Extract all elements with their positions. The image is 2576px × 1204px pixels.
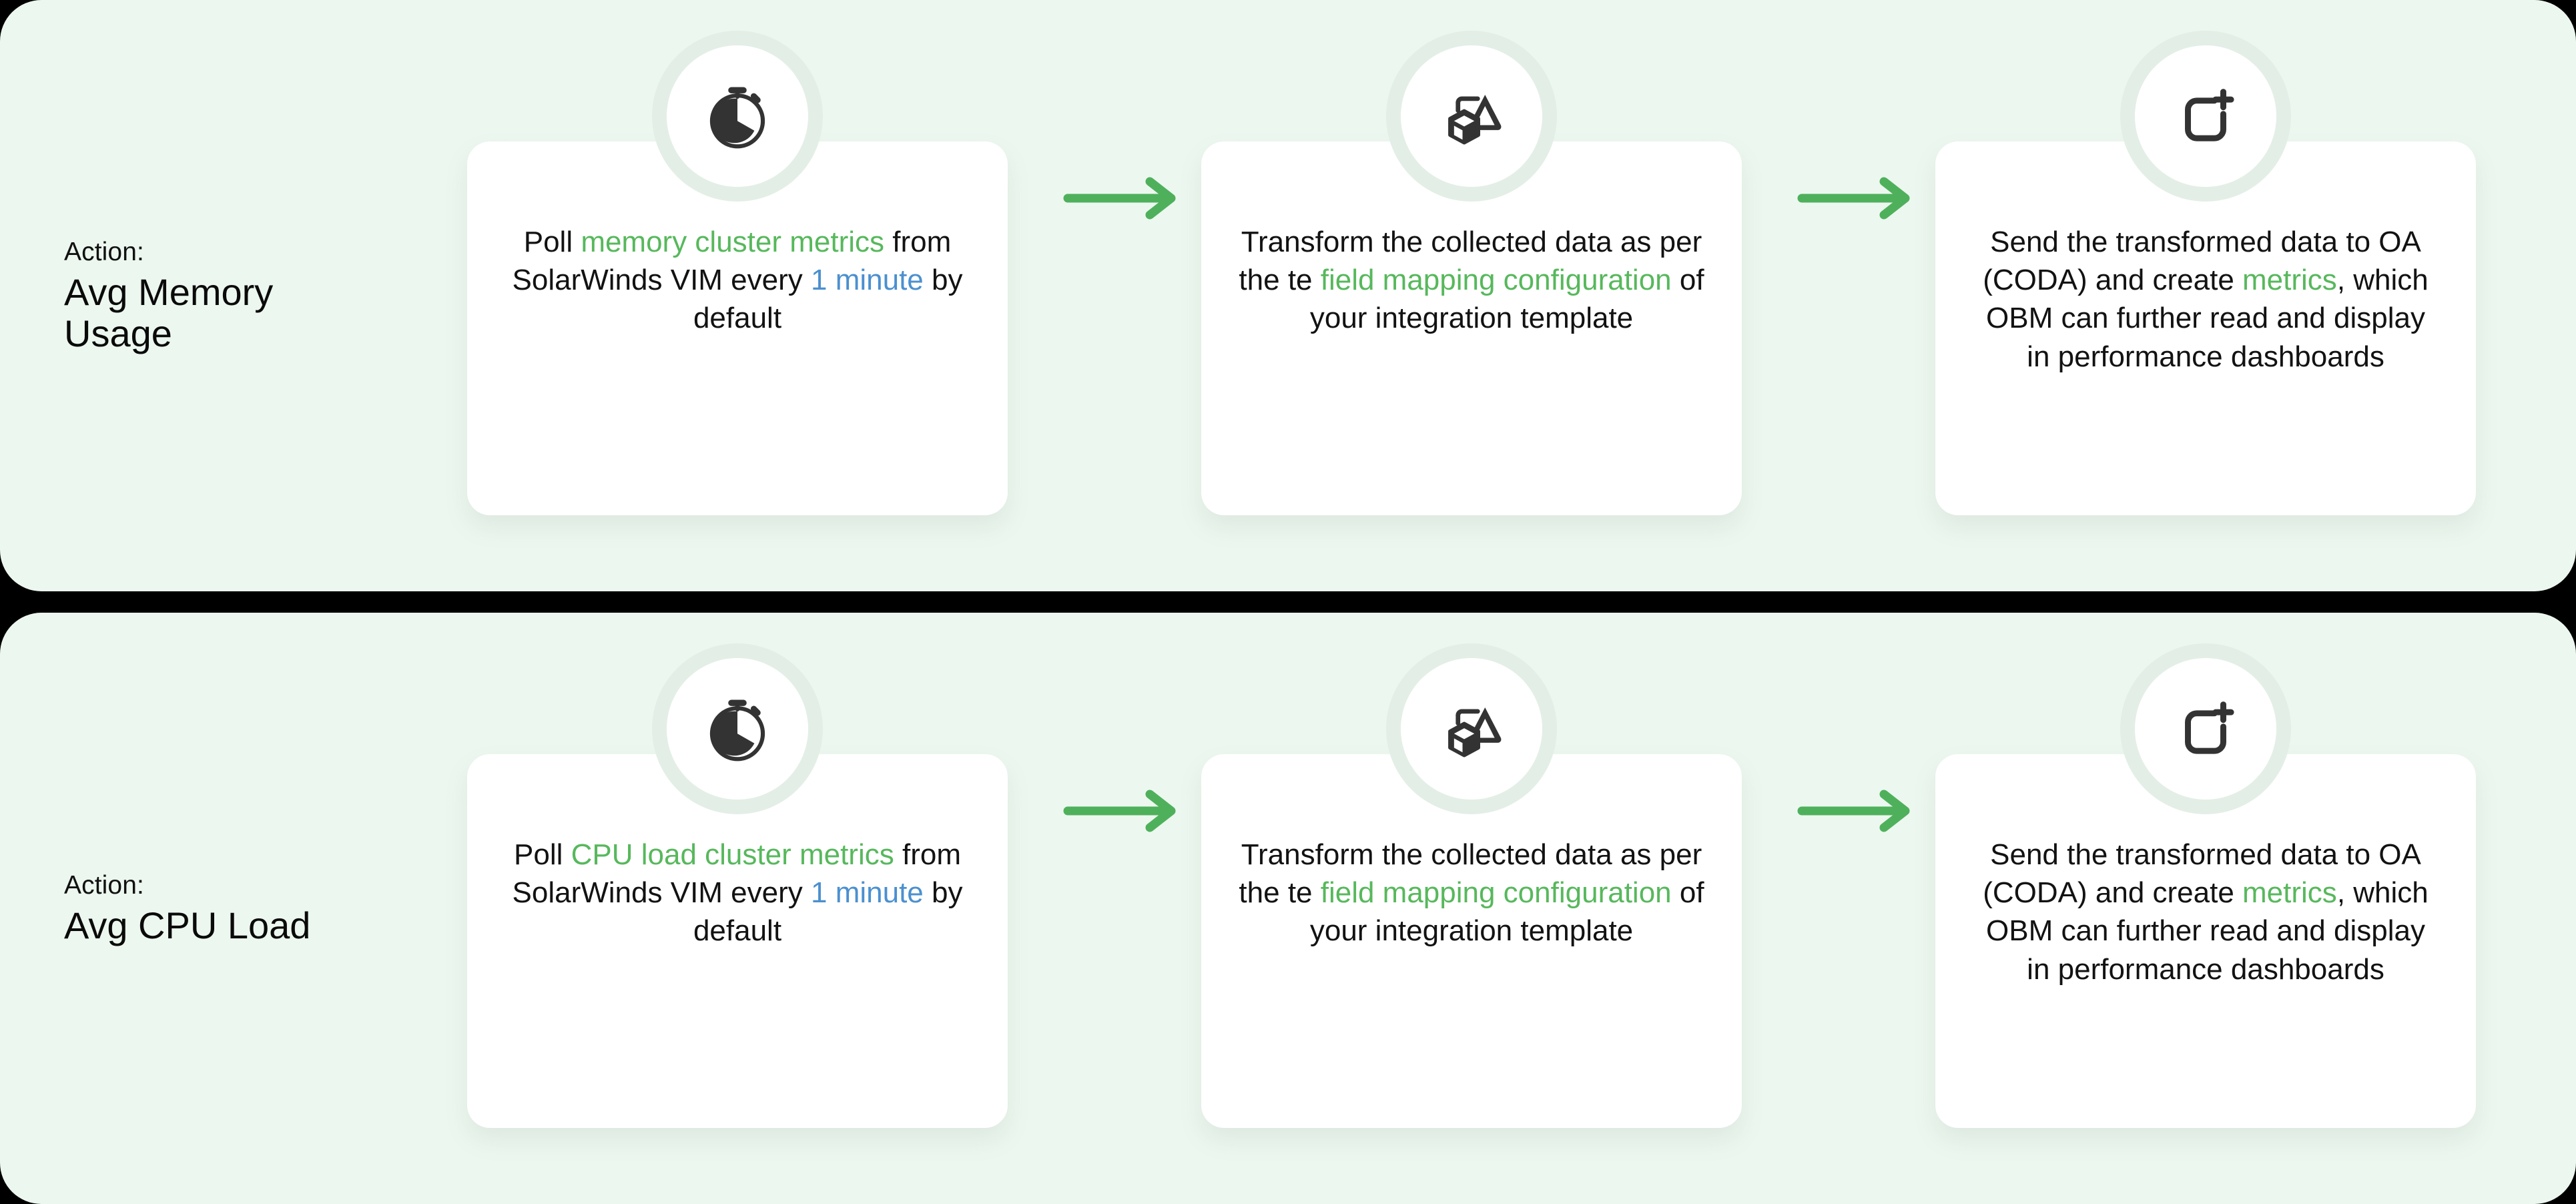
step-card[interactable]: Send the transformed data to OA (CODA) a…: [1935, 141, 2476, 515]
action-title: Avg Memory Usage: [64, 270, 274, 355]
arrow-right-icon: [1062, 788, 1183, 834]
flow-step-poll[interactable]: Poll CPU load cluster metrics from Solar…: [467, 658, 1008, 1128]
text-segment-highlight: metrics: [2242, 876, 2337, 910]
flow-strip: Poll memory cluster metrics from SolarWi…: [467, 0, 2576, 591]
add-square-icon: [2135, 45, 2276, 187]
text-segment-highlight: field mapping configuration: [1320, 876, 1672, 910]
text-segment-highlight: CPU load cluster metrics: [571, 838, 894, 871]
text-segment-highlight: 1 minute: [811, 876, 924, 910]
step-card-text: Transform the collected data as per the …: [1238, 836, 1705, 950]
arrow-right-icon: [1797, 788, 1917, 834]
transform-shapes-icon: [1401, 658, 1542, 800]
text-segment: from SolarWinds VIM every: [512, 838, 961, 910]
step-card-text: Transform the collected data as per the …: [1238, 223, 1705, 338]
text-segment: Transform the collected data as per the …: [1239, 226, 1702, 297]
text-segment: , which OBM can further read and display…: [1986, 876, 2429, 986]
stopwatch-icon: [667, 658, 808, 800]
arrow-right-icon: [1062, 175, 1183, 222]
flow-step-send[interactable]: Send the transformed data to OA (CODA) a…: [1935, 45, 2476, 515]
action-label-group: Action: Avg CPU Load: [0, 870, 467, 946]
add-square-icon: [2135, 658, 2276, 800]
text-segment: , which OBM can further read and display…: [1986, 264, 2429, 373]
text-segment-highlight: field mapping configuration: [1320, 264, 1672, 297]
text-segment: of your integration template: [1309, 876, 1704, 948]
text-segment: Poll: [514, 838, 571, 871]
text-segment: by default: [693, 876, 963, 948]
text-segment: Send the transformed data to OA (CODA) a…: [1983, 838, 2421, 910]
action-label-group: Action: Avg Memory Usage: [0, 236, 467, 355]
text-segment: from SolarWinds VIM every: [512, 226, 952, 297]
flow-step-send[interactable]: Send the transformed data to OA (CODA) a…: [1935, 658, 2476, 1128]
flow-step-transform[interactable]: Transform the collected data as per the …: [1201, 658, 1742, 1128]
text-segment-highlight: memory cluster metrics: [581, 226, 885, 258]
text-segment-highlight: metrics: [2242, 264, 2337, 297]
text-segment: Poll: [523, 226, 581, 258]
step-card[interactable]: Send the transformed data to OA (CODA) a…: [1935, 754, 2476, 1128]
text-segment-highlight: 1 minute: [811, 264, 924, 297]
arrow-right-icon: [1797, 175, 1917, 222]
text-segment: by default: [693, 264, 963, 335]
flow-step-poll[interactable]: Poll memory cluster metrics from SolarWi…: [467, 45, 1008, 515]
flow-step-transform[interactable]: Transform the collected data as per the …: [1201, 45, 1742, 515]
text-segment: Transform the collected data as per the …: [1239, 838, 1702, 910]
transform-shapes-icon: [1401, 45, 1542, 187]
text-segment: Send the transformed data to OA (CODA) a…: [1983, 226, 2421, 297]
stopwatch-icon: [667, 45, 808, 187]
step-card[interactable]: Transform the collected data as per the …: [1201, 754, 1742, 1128]
action-title: Avg CPU Load: [64, 904, 311, 947]
step-card-text: Poll CPU load cluster metrics from Solar…: [504, 836, 971, 950]
action-kicker: Action:: [64, 237, 144, 266]
step-card-text: Send the transformed data to OA (CODA) a…: [1972, 836, 2439, 988]
step-card[interactable]: Poll memory cluster metrics from SolarWi…: [467, 141, 1008, 515]
step-card-text: Poll memory cluster metrics from SolarWi…: [504, 223, 971, 338]
step-card[interactable]: Transform the collected data as per the …: [1201, 141, 1742, 515]
step-card[interactable]: Poll CPU load cluster metrics from Solar…: [467, 754, 1008, 1128]
action-row-avg-memory-usage: Action: Avg Memory Usage: [0, 0, 2576, 591]
action-kicker: Action:: [64, 871, 144, 900]
action-row-avg-cpu-load: Action: Avg CPU Load: [0, 613, 2576, 1204]
step-card-text: Send the transformed data to OA (CODA) a…: [1972, 223, 2439, 376]
flow-strip: Poll CPU load cluster metrics from Solar…: [467, 613, 2576, 1204]
text-segment: of your integration template: [1309, 264, 1704, 335]
